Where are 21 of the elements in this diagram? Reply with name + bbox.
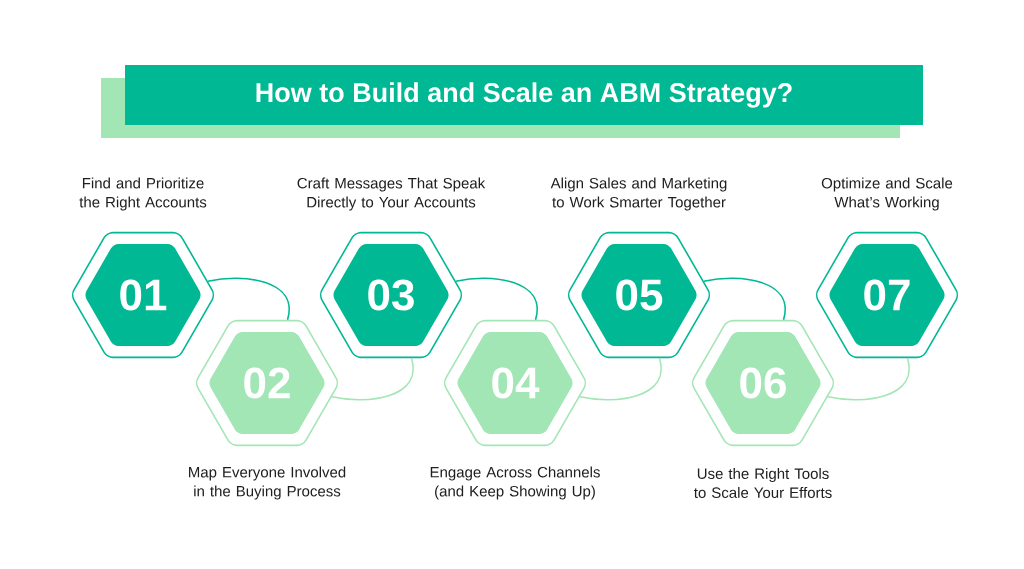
connector-arc <box>455 277 538 321</box>
step-description: Map Everyone Involved in the Buying Process <box>189 466 346 500</box>
connector-arc <box>579 357 662 401</box>
hexagon-step: 07 <box>815 231 959 359</box>
hexagon-step: 02 <box>195 319 339 447</box>
hexagon-step: 04 <box>443 319 587 447</box>
hexagon-step: 05 <box>567 231 711 359</box>
connector-arc <box>331 357 414 401</box>
title-banner: How to Build and Scale an ABM Strategy? <box>101 65 923 138</box>
step-description: Find and Prioritize the Right Accounts <box>79 177 207 211</box>
step-description: Optimize and Scale What’s Working <box>821 177 953 211</box>
hexagon-step: 01 <box>71 231 215 359</box>
step-description: Engage Across Channels (and Keep Showing Up) <box>430 466 600 500</box>
connector-arc <box>703 277 786 321</box>
step-description: Use the Right Tools to Scale Your Efforts <box>694 468 832 498</box>
connector-arc <box>207 277 290 321</box>
step-description: Align Sales and Marketing to Work Smarter Together <box>550 177 727 211</box>
step-description: Craft Messages That Speak Directly to Your Accounts <box>297 177 486 211</box>
hexagon-step: 03 <box>319 231 463 359</box>
hexagon-step: 06 <box>691 319 835 447</box>
connector-arc <box>827 357 910 401</box>
